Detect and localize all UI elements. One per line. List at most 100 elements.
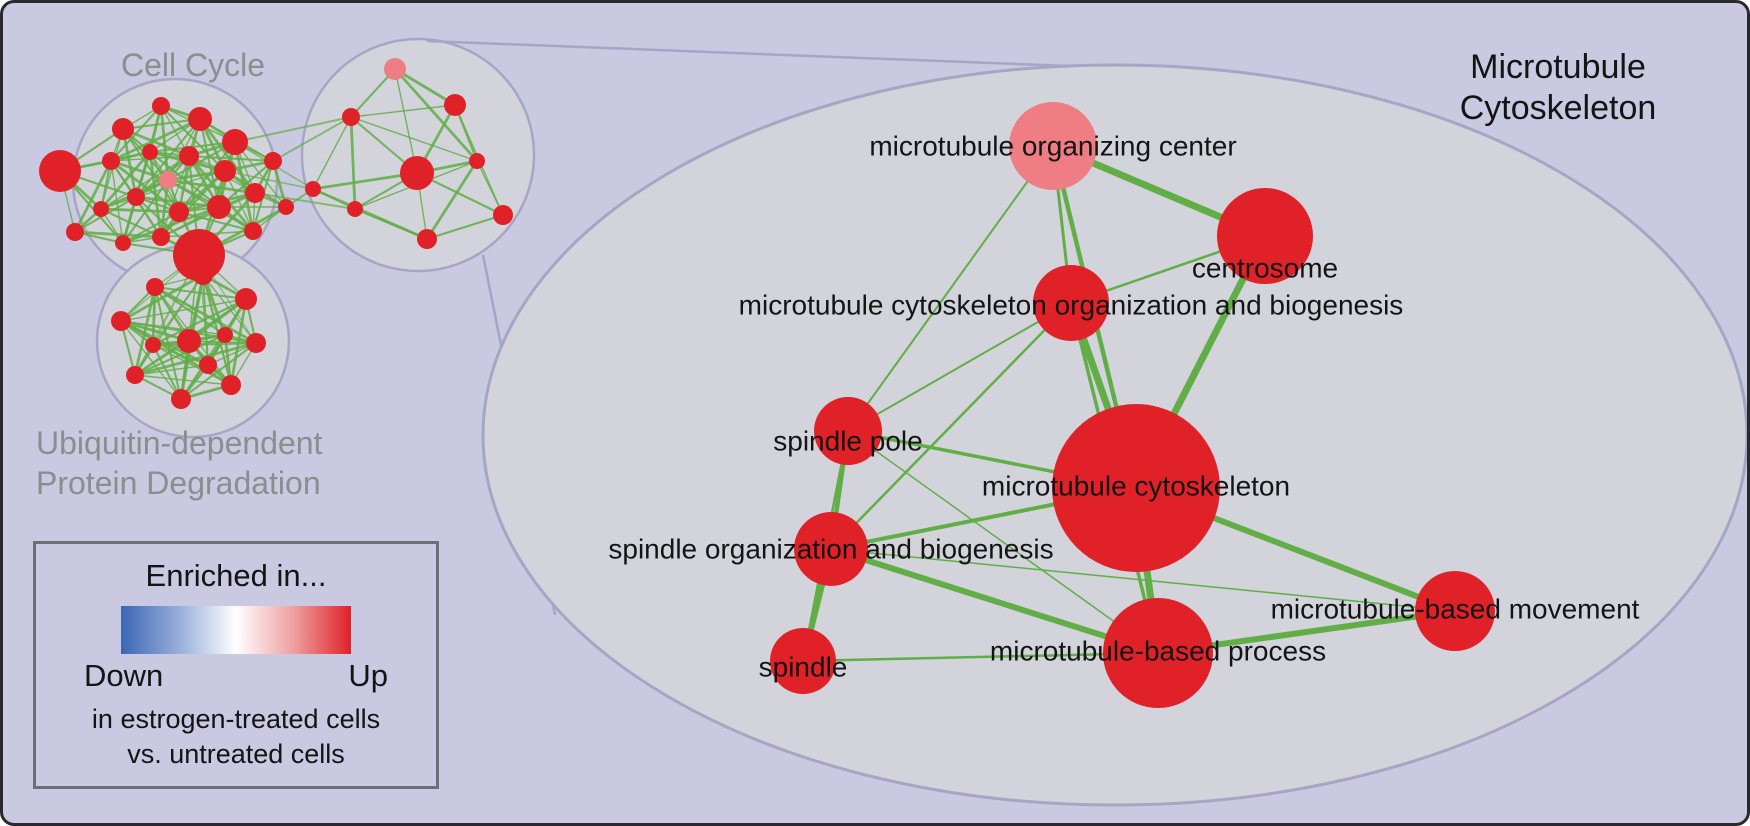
overview-edge bbox=[178, 210, 254, 233]
overview-edge bbox=[99, 151, 152, 210]
overview-node bbox=[126, 366, 144, 384]
zoom-node-mtc bbox=[1052, 404, 1220, 572]
zoom-node-process bbox=[1103, 598, 1213, 708]
overview-edge bbox=[350, 104, 456, 118]
zoom-node-movement bbox=[1415, 571, 1495, 651]
overview-node bbox=[222, 129, 248, 155]
overview-node bbox=[246, 333, 266, 353]
zoom-node-label-moc: microtubule organizing center bbox=[869, 131, 1236, 162]
overview-node bbox=[142, 144, 158, 160]
overview-edge bbox=[312, 171, 418, 191]
overview-node bbox=[177, 329, 201, 353]
overview-edge bbox=[349, 116, 357, 210]
overview-node bbox=[217, 327, 233, 343]
microtubule-title-line1: Microtubule bbox=[1470, 48, 1646, 86]
zoom-edge-spindle-process bbox=[802, 651, 1159, 663]
overview-node bbox=[400, 156, 434, 190]
overview-edge bbox=[135, 170, 226, 198]
overview-edge bbox=[198, 118, 221, 208]
overview-node bbox=[179, 146, 199, 166]
microtubule-title-line2: Cytoskeleton bbox=[1459, 88, 1657, 127]
overview-edge bbox=[122, 127, 190, 158]
overview-edge bbox=[120, 320, 182, 400]
overview-node bbox=[152, 228, 170, 246]
overview-edge bbox=[167, 178, 256, 195]
overview-edge bbox=[152, 344, 209, 366]
overview-node bbox=[66, 223, 84, 241]
legend-gradient-bar bbox=[121, 606, 351, 654]
overview-node bbox=[39, 150, 81, 192]
overview-edge bbox=[198, 118, 257, 194]
overview-edge bbox=[73, 160, 113, 233]
overview-edge bbox=[121, 128, 138, 198]
overview-edge bbox=[134, 364, 209, 376]
zoom-node-label-mco: microtubule cytoskeleton organization an… bbox=[739, 290, 1404, 321]
overview-node bbox=[305, 181, 321, 197]
overview-node bbox=[199, 356, 217, 374]
overview-edge bbox=[134, 341, 257, 377]
legend-caption-line1: in estrogen-treated cells bbox=[91, 704, 381, 734]
overview-node bbox=[152, 97, 170, 115]
overview-node bbox=[102, 152, 120, 170]
zoom-node-label-spindle: spindle bbox=[759, 652, 848, 683]
microtubule-cytoskeleton-title: Microtubule Cytoskeleton bbox=[1423, 47, 1693, 129]
zoom-edge-spindle-org-movement bbox=[830, 548, 1456, 612]
legend-end-labels: Down Up bbox=[84, 658, 388, 694]
overview-node bbox=[342, 108, 360, 126]
zoom-node-label-spindle-org: spindle organization and biogenesis bbox=[608, 534, 1053, 565]
overview-edge bbox=[188, 154, 274, 163]
zoom-node-spindle-pole bbox=[814, 397, 882, 465]
legend-caption: in estrogen-treated cells vs. untreated … bbox=[36, 702, 436, 772]
overview-edge bbox=[393, 68, 479, 162]
overview-node bbox=[278, 199, 294, 215]
overview-bridge-edge bbox=[272, 116, 352, 162]
legend-up-label: Up bbox=[348, 658, 388, 693]
overview-edge bbox=[100, 207, 180, 214]
overview-node bbox=[193, 265, 213, 285]
cell-cycle-cluster-label: Cell Cycle bbox=[121, 47, 266, 83]
legend-title: Enriched in... bbox=[145, 558, 327, 593]
zoom-node-label-centrosome: centrosome bbox=[1192, 253, 1338, 284]
overview-edge bbox=[74, 230, 162, 239]
overview-edge bbox=[122, 211, 180, 244]
overview-node bbox=[347, 201, 363, 217]
overview-node bbox=[417, 229, 437, 249]
overview-edge bbox=[160, 192, 256, 238]
overview-node bbox=[169, 202, 189, 222]
overview-edge bbox=[312, 187, 428, 241]
zoom-node-label-process: microtubule-based process bbox=[990, 636, 1326, 667]
overview-edge bbox=[151, 286, 157, 346]
overview-edge bbox=[160, 105, 226, 172]
overview-node bbox=[214, 160, 236, 182]
overview-node bbox=[127, 188, 145, 206]
overview-node bbox=[93, 201, 109, 217]
overview-node bbox=[207, 195, 231, 219]
overview-edge bbox=[110, 117, 201, 163]
legend-box: Enriched in... Down Up in estrogen-treat… bbox=[33, 541, 439, 789]
overview-edge bbox=[152, 344, 182, 400]
network-canvas: microtubule organizing center centrosome m… bbox=[39, 37, 1747, 807]
overview-node bbox=[171, 389, 191, 409]
overview-edge bbox=[110, 159, 169, 182]
overview-node bbox=[264, 152, 282, 170]
overview-node bbox=[221, 375, 241, 395]
overview-edge bbox=[152, 298, 247, 346]
zoom-edge-mco-spindle-pole bbox=[847, 302, 1072, 432]
overview-node bbox=[235, 288, 257, 310]
zoom-node-moc bbox=[1009, 102, 1097, 190]
overview-node bbox=[188, 107, 212, 131]
overview-edge bbox=[312, 116, 352, 190]
overview-edge bbox=[202, 274, 257, 344]
zoom-node-label-mtc: microtubule cytoskeleton bbox=[982, 471, 1290, 502]
overview-bridge-edge bbox=[254, 192, 356, 210]
zoom-edge-mco-spindle-org bbox=[830, 302, 1072, 550]
overview-node bbox=[159, 171, 177, 189]
zoom-node-mco bbox=[1033, 265, 1109, 341]
overview-edge bbox=[100, 155, 190, 210]
overview-edge bbox=[394, 67, 456, 107]
overview-node bbox=[115, 235, 131, 251]
overview-edge bbox=[394, 68, 418, 174]
zoom-node-spindle bbox=[770, 628, 836, 694]
ubiquitin-cluster-label-line1: Ubiquitin-dependent bbox=[36, 425, 323, 461]
